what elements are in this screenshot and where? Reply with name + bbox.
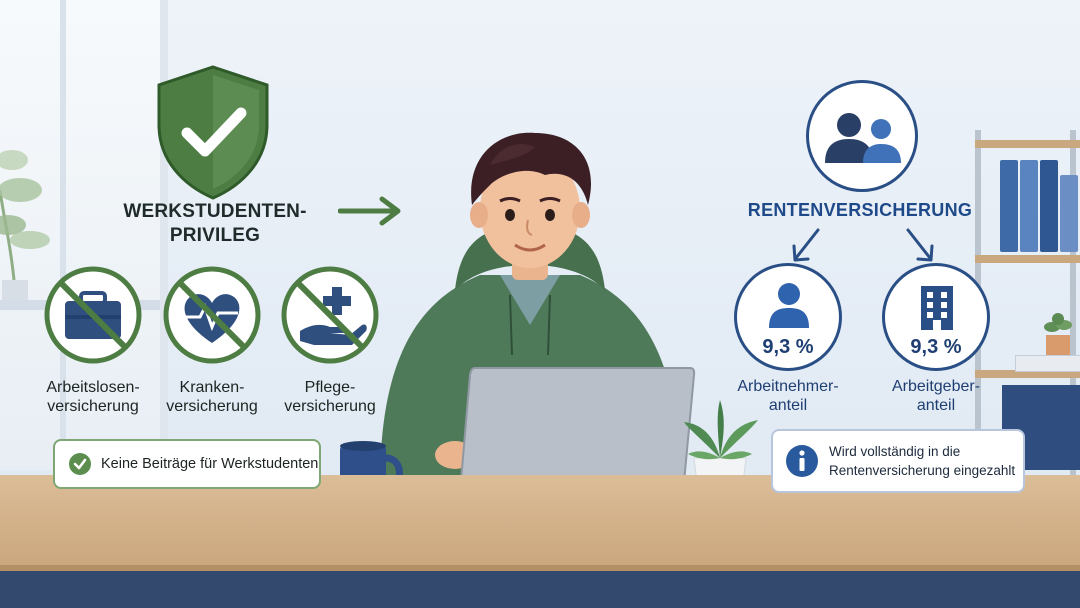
check-circle-icon xyxy=(69,453,91,475)
callout-text: Wird vollständig in die Rentenversicheru… xyxy=(829,442,1015,480)
anteil-label-line1: Arbeitnehmer- xyxy=(737,378,839,395)
shelf-board xyxy=(975,140,1080,148)
arrow-right-icon xyxy=(338,196,401,226)
insurance-label-line2: versicherung xyxy=(166,398,258,415)
binder xyxy=(1060,175,1078,252)
privileg-title: WERKSTUDENTEN- PRIVILEG xyxy=(120,200,310,248)
insurance-label-kranken: Kranken- versicherung xyxy=(147,378,277,416)
insurance-label-line2: versicherung xyxy=(47,398,139,415)
arrow-down-left-icon xyxy=(792,228,820,262)
anteil-label-line1: Arbeitgeber- xyxy=(891,378,981,395)
no-contributions-callout: Keine Beiträge für Werkstudenten xyxy=(53,439,321,489)
binder xyxy=(1040,160,1058,252)
building-icon xyxy=(921,286,953,330)
callout-line1: Wird vollständig in die xyxy=(829,444,961,459)
callout-line2: Rentenversicherung eingezahlt xyxy=(829,463,1016,478)
fully-paid-callout: Wird vollständig in die Rentenversicheru… xyxy=(771,429,1025,493)
privileg-title-line1: WERKSTUDENTEN- xyxy=(123,201,307,222)
shelf-board xyxy=(975,370,1080,378)
shelf-plant xyxy=(1044,313,1072,355)
briefcase-icon xyxy=(44,266,142,364)
arrow-down-right-icon xyxy=(906,228,934,262)
employer-percent: 9,3 % xyxy=(910,336,962,358)
desk-edge xyxy=(0,565,1080,571)
employee-percent: 9,3 % xyxy=(762,336,814,358)
binder xyxy=(1000,160,1018,252)
anteil-label-line2: anteil xyxy=(768,397,808,414)
shelf-board xyxy=(975,255,1080,263)
insurance-label-line2: versicherung xyxy=(284,398,376,415)
insurance-label-line1: Arbeitslosen- xyxy=(46,379,140,396)
binder xyxy=(1020,160,1038,252)
shelf-post xyxy=(1070,130,1076,475)
callout-text: Keine Beiträge für Werkstudenten xyxy=(101,456,319,472)
heart-pulse-icon xyxy=(163,266,261,364)
window-frame xyxy=(60,0,66,470)
shelf-box xyxy=(1015,355,1080,372)
person-icon xyxy=(769,283,809,328)
info-icon xyxy=(786,445,818,477)
employee-share-label: Arbeitnehmer- anteil xyxy=(718,377,858,415)
rentenversicherung-title: RENTENVERSICHERUNG xyxy=(747,200,973,220)
users-icon xyxy=(825,113,901,163)
people-circle xyxy=(806,80,918,192)
desk-front xyxy=(0,565,1080,608)
privileg-title-line2: PRIVILEG xyxy=(169,225,261,246)
insurance-label-line1: Kranken- xyxy=(179,379,245,396)
employer-share-label: Arbeitgeber- anteil xyxy=(866,377,1006,415)
insurance-label-pflege: Pflege- versicherung xyxy=(265,378,395,416)
employer-share-circle: 9,3 % xyxy=(882,263,990,371)
employee-share-circle: 9,3 % xyxy=(734,263,842,371)
care-hand-icon xyxy=(281,266,379,364)
background-plant xyxy=(0,150,50,300)
anteil-label-line2: anteil xyxy=(916,397,956,414)
insurance-label-arbeitslosen: Arbeitslosen- versicherung xyxy=(28,378,158,416)
shield-check-icon xyxy=(157,65,269,200)
insurance-label-line1: Pflege- xyxy=(304,379,356,396)
